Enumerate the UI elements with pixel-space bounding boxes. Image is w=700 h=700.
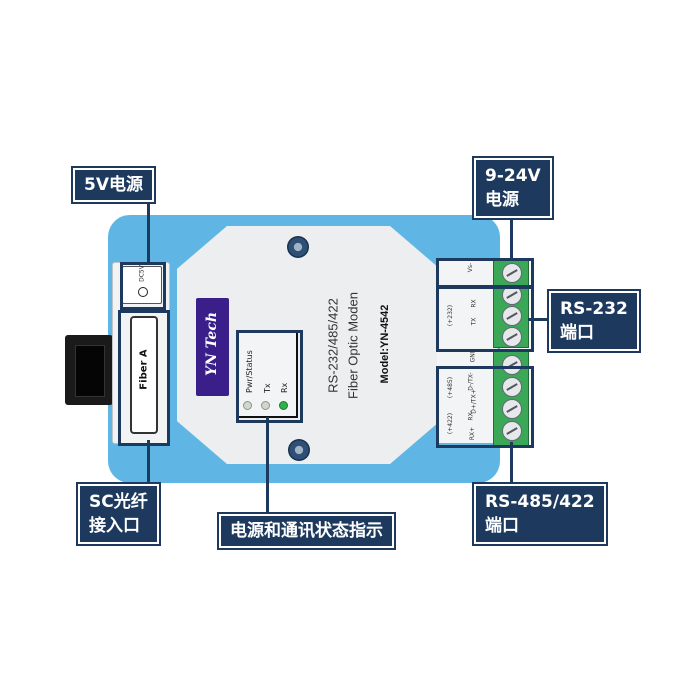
brand-name: YN Tech [204, 311, 220, 377]
callout-5v-power: 5V电源 [71, 166, 156, 204]
callout-rs232-line2: 端口 [560, 323, 594, 343]
leader-line [510, 442, 513, 486]
leader-line [528, 318, 550, 321]
dc-power-polarity-icon [138, 287, 148, 297]
led-indicator-icon [243, 401, 252, 410]
highlight-rs232-terminal [436, 286, 534, 352]
callout-rs232-line1: RS-232 [560, 299, 628, 319]
leader-line [147, 440, 150, 486]
device-title-line1: RS-232/485/422 [325, 298, 341, 393]
screw-icon [288, 439, 310, 461]
dc-power-jack[interactable]: DC5V [122, 265, 162, 304]
highlight-dc-jack [120, 262, 166, 310]
callout-rs485-line1: RS-485/422 [485, 492, 595, 512]
callout-sc-fiber: SC光纤 接入口 [76, 482, 161, 546]
callout-9-24v-power: 9-24V 电源 [472, 156, 554, 220]
highlight-led-panel [236, 330, 303, 423]
highlight-fiber-port [118, 310, 170, 446]
device-title-line2: Fiber Optic Moden [345, 292, 361, 399]
sc-fiber-port[interactable] [65, 335, 113, 405]
callout-rs485: RS-485/422 端口 [472, 482, 608, 546]
callout-rs232: RS-232 端口 [547, 289, 641, 353]
highlight-rs485-terminal [436, 366, 534, 448]
screw-icon [287, 236, 309, 258]
callout-sc-fiber-line1: SC光纤 [89, 492, 148, 512]
led-indicator-icon [279, 401, 288, 410]
sc-port-opening [75, 345, 105, 397]
terminal-screw-icon[interactable] [502, 399, 522, 419]
terminal-screw-icon[interactable] [502, 377, 522, 397]
fiber-port-label-plate: Fiber A [130, 316, 158, 434]
terminal-screw-icon[interactable] [502, 263, 522, 283]
leader-line [510, 212, 513, 258]
callout-status-text: 电源和通讯状态指示 [230, 521, 383, 541]
brand-badge: YN Tech [196, 298, 229, 396]
highlight-power-terminal [436, 258, 534, 288]
leader-line [266, 417, 269, 514]
device-model: Model:YN-4542 [379, 304, 391, 384]
terminal-block-upper [493, 258, 529, 348]
led-indicator-icon [261, 401, 270, 410]
leader-line [147, 198, 150, 262]
terminal-screw-icon[interactable] [502, 327, 522, 347]
terminal-screw-icon[interactable] [502, 355, 522, 375]
callout-rs485-line2: 端口 [485, 516, 519, 536]
callout-9-24v-line1: 9-24V [485, 166, 541, 186]
terminal-screw-icon[interactable] [502, 306, 522, 326]
callout-5v-power-text: 5V电源 [84, 175, 143, 195]
callout-status-indicator: 电源和通讯状态指示 [217, 512, 396, 550]
callout-sc-fiber-line2: 接入口 [89, 516, 140, 536]
callout-9-24v-line2: 电源 [485, 190, 519, 210]
terminal-screw-icon[interactable] [502, 421, 522, 441]
